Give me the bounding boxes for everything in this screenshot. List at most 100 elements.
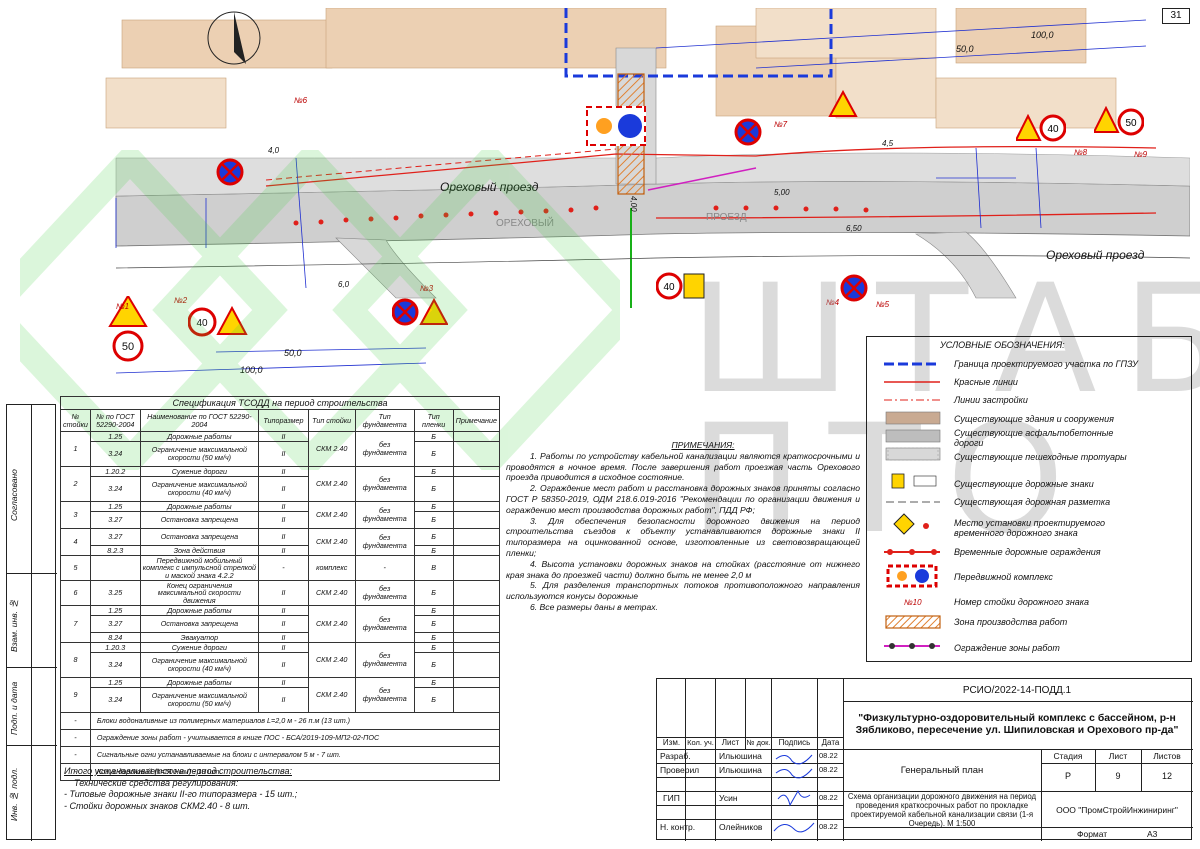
spec-header: Наименование по ГОСТ 52290-2004	[139, 409, 260, 432]
spec-stand-type: СКМ 2.40	[307, 642, 356, 678]
mobile-complex-icon	[584, 104, 648, 148]
spec-header: Тип фундамента	[354, 409, 415, 432]
dim-label: 50,0	[956, 44, 974, 54]
spec-header: Типоразмер	[258, 409, 309, 432]
spec-gost: 3.27	[89, 528, 141, 546]
sign-post-2[interactable]: 40	[187, 305, 248, 351]
spec-note	[452, 441, 501, 467]
spec-film: Б	[413, 511, 454, 529]
dim-label: 4,5	[882, 139, 894, 148]
spec-gost: 3.25	[89, 580, 141, 606]
speed-limit-sign: 40	[187, 305, 248, 337]
sign-post-4[interactable]	[840, 274, 870, 309]
spec-name: Дорожные работы	[139, 431, 260, 442]
dim-label: 100,0	[1031, 30, 1054, 40]
spec-name: Конец ограничения максимальной скорости …	[139, 580, 260, 606]
svg-text:50: 50	[122, 341, 134, 353]
spec-note	[452, 615, 501, 633]
stand-number: №1	[116, 302, 130, 311]
legend-item: Граница проектируемого участка по ГПЗУ	[954, 359, 1138, 369]
sign-post-3[interactable]	[391, 297, 449, 333]
stand-number: №4	[826, 298, 840, 307]
dim-label: 4,0	[268, 146, 280, 155]
tb-col-header: Изм.	[662, 738, 681, 747]
legend-item: Существующие пешеходные тротуары	[954, 452, 1127, 462]
spec-name: Дорожные работы	[139, 605, 260, 616]
doc-code: РСИО/2022-14-ПОДД.1	[962, 685, 1072, 696]
format-value: А3	[1147, 829, 1158, 839]
stand-number: №5	[876, 300, 890, 309]
spec-film: Б	[413, 580, 454, 606]
stage-label: Стадия	[1053, 751, 1083, 761]
no-stopping-sign	[734, 118, 762, 146]
spec-note	[452, 652, 501, 678]
spec-name: Дорожные работы	[139, 677, 260, 688]
spec-stand-type: СКМ 2.40	[307, 528, 356, 556]
no-stopping-sign	[216, 158, 244, 186]
spec-gost: 3.27	[89, 615, 141, 633]
gpzu-boundary	[564, 8, 833, 78]
drawing-description: Схема организации дорожного движения на …	[847, 792, 1037, 828]
spec-name: Остановка запрещена	[139, 615, 260, 633]
spec-note	[452, 580, 501, 606]
sheets-value: 12	[1161, 771, 1172, 781]
spec-size: II	[258, 580, 309, 606]
sign-post-7[interactable]: 40	[1014, 113, 1067, 149]
legend-item: Линии застройки	[954, 395, 1028, 405]
sign-post-8[interactable]: 50	[1092, 105, 1145, 145]
note-item: 1. Работы по устройству кабельной канали…	[506, 450, 860, 483]
note-item: 4. Высота установки дорожных знаков на с…	[506, 558, 860, 580]
spec-note	[452, 642, 501, 653]
totals-subtitle: Технические средства регулирования:	[74, 777, 239, 788]
spec-film: Б	[413, 677, 454, 688]
spec-stand-number: 7	[60, 605, 91, 643]
work-fence	[647, 167, 757, 191]
no-stopping-sign	[391, 297, 449, 326]
spec-film: Б	[413, 466, 454, 477]
notes-block: ПРИМЕЧАНИЯ: 1. Работы по устройству кабе…	[506, 440, 860, 613]
spec-extra-text: Блоки водоналивные из полимерных материа…	[89, 712, 501, 730]
spec-gost	[89, 555, 141, 581]
spec-size: II	[258, 642, 309, 653]
tb-name: Ильюшина	[719, 751, 762, 761]
spec-foundation: -	[354, 555, 415, 581]
svg-text:50: 50	[1125, 118, 1137, 129]
sign-post-6[interactable]	[828, 89, 858, 125]
dim-label: 6,50	[846, 224, 862, 233]
tb-date: 08.22	[819, 765, 838, 774]
spec-foundation: без фундамента	[354, 580, 415, 606]
sign-post-1[interactable]: 50	[108, 294, 148, 371]
street-label: Ореховый проезд	[440, 180, 539, 194]
sign-post-5[interactable]: 40	[655, 272, 706, 307]
side-road	[335, 237, 437, 299]
spec-dash: -	[60, 763, 91, 781]
spec-size: II	[258, 545, 309, 556]
spec-size: II	[258, 677, 309, 688]
dim-label: 100,0	[240, 365, 263, 375]
mobile-complex[interactable]	[584, 104, 648, 151]
svg-text:40: 40	[196, 318, 208, 329]
tb-date: 08.22	[819, 751, 838, 760]
spec-stand-number: 4	[60, 528, 91, 556]
spec-gost: 1.25	[89, 677, 141, 688]
spec-name: Ограничение максимальной скорости (50 км…	[139, 441, 260, 467]
building	[955, 7, 1087, 64]
sheet-value: 9	[1115, 771, 1121, 781]
spec-note	[452, 501, 501, 512]
street-label: Ореховый проезд	[1046, 248, 1145, 262]
totals-block: Итого устанавливается на период строител…	[64, 766, 297, 812]
no-stopping-sign	[840, 274, 868, 302]
spec-size: II	[258, 476, 309, 502]
spec-name: Сужение дороги	[139, 466, 260, 477]
doc-title: Генеральный план	[900, 765, 984, 776]
spec-size: II	[258, 615, 309, 633]
spec-table: № стойки № по ГОСТ 52290-2004 Наименован…	[60, 409, 501, 781]
spec-note	[452, 511, 501, 529]
spec-stand-type: комплекс	[307, 555, 356, 581]
spec-name: Ограничение максимальной скорости (40 км…	[139, 652, 260, 678]
legend-frame	[866, 336, 1192, 662]
